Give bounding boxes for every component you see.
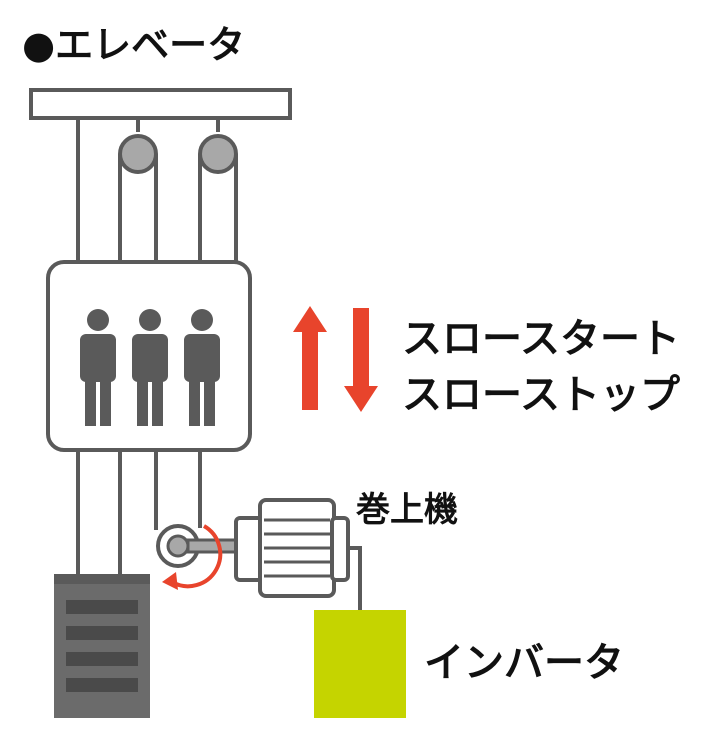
page-title: ●エレベータ — [22, 23, 246, 67]
person-icon — [132, 309, 168, 426]
inverter-label: インバータ — [424, 640, 624, 686]
ropes — [76, 118, 362, 612]
hoist-motor — [234, 498, 350, 598]
motor-shaft — [186, 538, 238, 554]
drive-sheave-hub — [166, 534, 190, 558]
inverter-box — [314, 610, 406, 718]
hoist-label: 巻上機 — [356, 490, 458, 530]
rotation-arrow-icon — [162, 524, 223, 590]
pulley-left — [118, 134, 158, 174]
person-icon — [184, 309, 220, 426]
counterweight — [54, 574, 150, 718]
up-down-arrows-icon — [293, 306, 378, 412]
slow-stop-label: スローストップ — [402, 372, 680, 418]
person-icon — [80, 309, 116, 426]
slow-start-label: スロースタート — [402, 316, 680, 362]
ceiling-beam — [29, 88, 292, 120]
pulley-right — [198, 134, 238, 174]
